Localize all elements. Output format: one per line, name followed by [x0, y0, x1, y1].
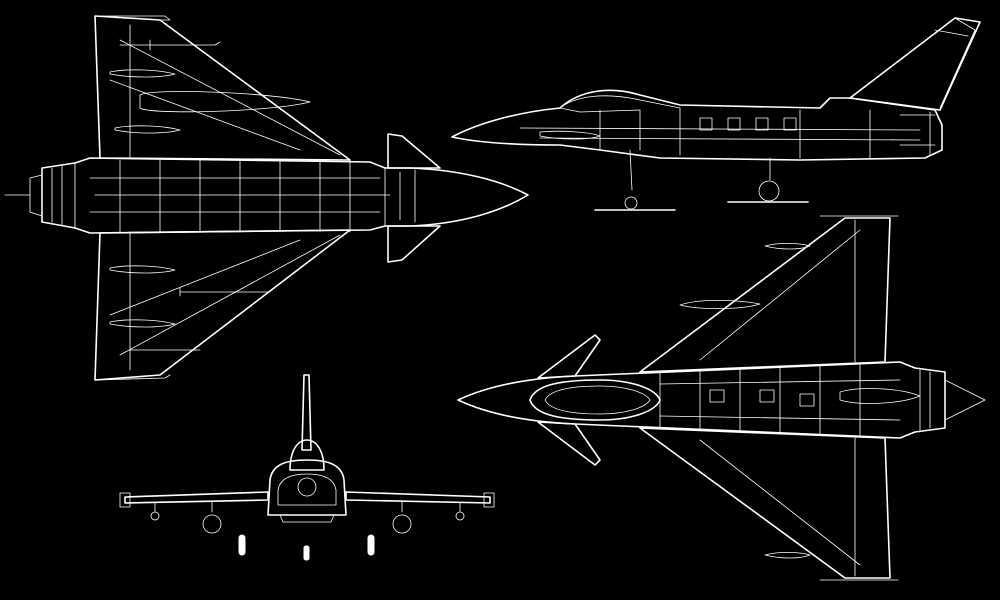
front-view-tail-fin	[301, 374, 312, 451]
top-view-canards	[387, 133, 441, 263]
bottom-view-wing-upper	[639, 215, 899, 373]
top-view	[4, 15, 529, 381]
front-view-fuselage	[267, 439, 347, 523]
front-view-stores	[150, 501, 465, 561]
top-view-wing-lower	[94, 229, 351, 381]
bottom-view-wing-lower	[639, 427, 899, 581]
top-view-fuselage	[4, 157, 529, 234]
side-view-tail-fin	[849, 17, 981, 111]
front-view-wings	[119, 491, 495, 508]
side-view-fuselage	[451, 89, 943, 161]
top-view-wing-upper	[94, 15, 351, 161]
bottom-view-fuselage	[457, 361, 986, 439]
side-view	[451, 17, 981, 211]
bottom-view-canards	[537, 334, 601, 466]
front-view	[119, 374, 495, 561]
bottom-view	[457, 215, 986, 581]
side-view-landing-gear	[594, 149, 809, 211]
